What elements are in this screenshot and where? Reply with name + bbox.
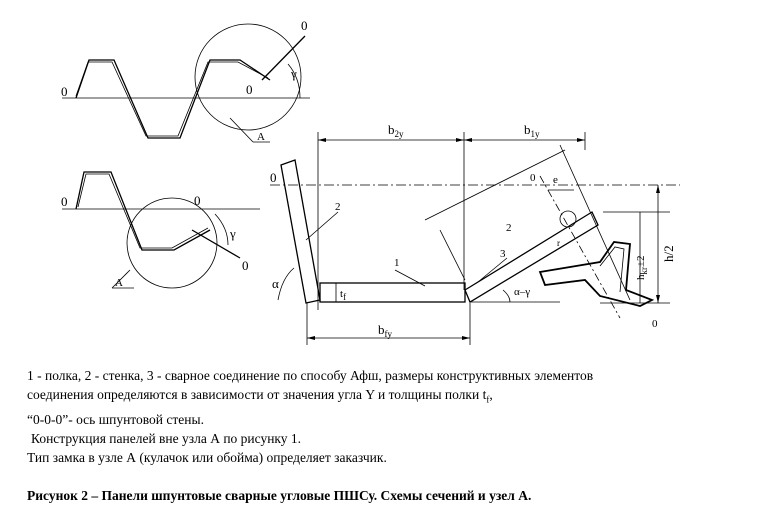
caption-line-4: Конструкция панелей вне узла А по рисунк… [31, 430, 302, 446]
profile-top-left: 0 0 0 γ A [61, 18, 310, 143]
axis-label-0-center: 0 [246, 82, 253, 97]
wall-axis-line-bottom [191, 229, 241, 259]
section-diagram: 0 0 0 γ A 0 0 0 γ A 0 b2y b1y [61, 18, 680, 345]
figure-title: Рисунок 2 – Панели шпунтовые сварные угл… [27, 488, 532, 503]
dim-hkr: hkr±2 [635, 255, 649, 280]
left-wall [280, 159, 321, 304]
dim-e: e [553, 174, 558, 186]
caption-line-3: “0-0-0”- ось шпунтовой стены. [27, 411, 204, 427]
flange [319, 282, 466, 303]
right-wall [464, 211, 599, 303]
axis-label-0-left: 0 [61, 84, 68, 99]
axis-label-0-center-b: 0 [194, 193, 201, 208]
figure-caption: 1 - полка, 2 - стенка, 3 - сварное соеди… [27, 366, 767, 503]
dim-bfy: bfy [378, 322, 392, 339]
wall-axis-line [261, 35, 306, 81]
part-label-3: 3 [500, 248, 506, 260]
weld-circle [559, 210, 577, 228]
node-label-a-top: A [257, 131, 265, 143]
caption-line-5: Тип замка в узле А (кулачок или обойма) … [27, 449, 387, 465]
gamma-label: γ [290, 66, 297, 81]
dim-h-half: h/2 [661, 245, 676, 262]
section-right: 0 b2y b1y 2 α 1 tf bfy [270, 122, 680, 345]
axis-label-0-top: 0 [301, 18, 308, 33]
node-circle-top [194, 23, 302, 131]
part-label-1: 1 [394, 257, 400, 269]
axis-label-0-bottom: 0 [652, 318, 658, 330]
axis-label-0-right-b: 0 [242, 258, 249, 273]
gamma-arc [287, 63, 301, 99]
dim-r: r [557, 238, 560, 248]
gamma-label-b: γ [229, 226, 236, 241]
node-circle-bottom [126, 197, 218, 289]
caption-line-1: 1 - полка, 2 - стенка, 3 - сварное соеди… [27, 368, 594, 383]
dim-b2y: b2y [388, 122, 404, 139]
dim-tf: tf [340, 288, 346, 302]
node-label-a-bottom: A [115, 277, 123, 289]
axis-label-0-right-section: 0 [270, 170, 277, 185]
axis-label-0-left-b: 0 [61, 194, 68, 209]
dim-b1y: b1y [524, 122, 540, 139]
part-label-2-left: 2 [335, 201, 341, 213]
alpha-label: α [272, 276, 279, 291]
part-label-2-right: 2 [506, 222, 512, 234]
lock-cam [538, 241, 655, 307]
alpha-gamma-label: α–γ [514, 286, 530, 298]
profile-bottom-left: 0 0 0 γ A [61, 171, 260, 289]
caption-line-2: соединения определяются в зависимости от… [27, 387, 493, 405]
axis-label-0-weld: 0 [530, 172, 536, 184]
